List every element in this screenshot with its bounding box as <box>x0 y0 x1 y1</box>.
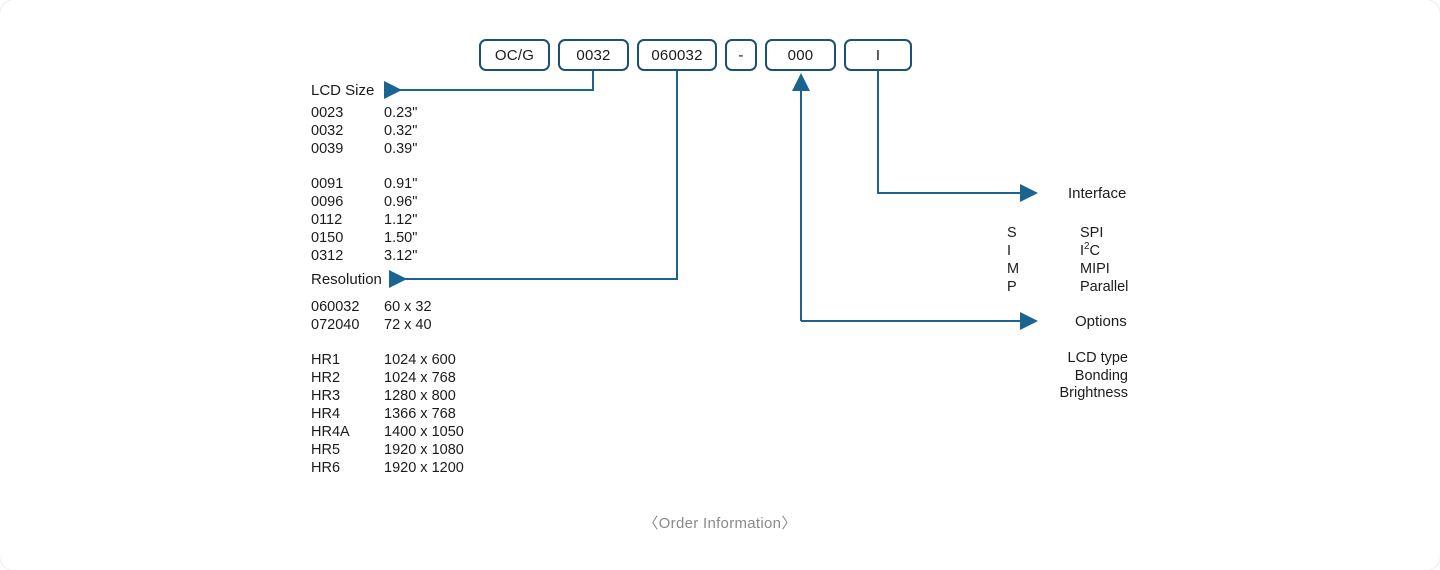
list-item: S SPI <box>1007 224 1128 242</box>
value: 0.91" <box>384 176 418 192</box>
figure-caption: 〈Order Information〉 <box>643 515 797 532</box>
list-item: M MIPI <box>1007 260 1128 278</box>
box-interface[interactable]: I <box>844 39 912 71</box>
interface-title: Interface <box>1068 185 1127 202</box>
code: 0312 <box>311 248 344 264</box>
list-item: Bonding <box>1074 367 1128 384</box>
code: HR1 <box>311 352 341 368</box>
list-item: HR5 1920 x 1080 <box>311 441 464 459</box>
list-gap <box>311 158 417 175</box>
value: 72 x 40 <box>384 317 432 333</box>
list-item: 0023 0.23" <box>311 104 417 122</box>
code: 0096 <box>311 194 344 210</box>
options-title: Options <box>1075 313 1127 330</box>
code: 0112 <box>311 212 343 228</box>
list-item: HR6 1920 x 1200 <box>311 459 464 477</box>
box-series[interactable]: OC/G <box>479 39 550 71</box>
value: MIPI <box>1080 261 1110 277</box>
list-item: P Parallel <box>1007 278 1128 296</box>
list-item: HR3 1280 x 800 <box>311 387 464 405</box>
code: HR6 <box>311 460 341 476</box>
code: 0150 <box>311 230 344 246</box>
resolution-title: Resolution <box>311 271 382 288</box>
box-dash[interactable]: - <box>725 39 757 71</box>
list-item: HR4 1366 x 768 <box>311 405 464 423</box>
code: HR2 <box>311 370 341 386</box>
value: 1280 x 800 <box>384 388 456 404</box>
list-item: LCD type <box>1067 350 1128 366</box>
value: 1024 x 768 <box>384 370 456 386</box>
list-item: 0096 0.96" <box>311 193 417 211</box>
value: 1920 x 1080 <box>384 442 464 458</box>
value: 3.12" <box>384 248 418 264</box>
value: 1.50" <box>384 230 418 246</box>
box-resolution[interactable]: 060032 <box>637 39 717 71</box>
value: 60 x 32 <box>384 299 432 315</box>
value: 1024 x 600 <box>384 352 456 368</box>
list-item: Brightness <box>1059 385 1128 401</box>
code: S <box>1007 225 1017 241</box>
list-item: I I2C <box>1007 242 1128 260</box>
value: I2C <box>1080 241 1100 259</box>
value: SPI <box>1080 225 1104 241</box>
code: 060032 <box>311 299 360 315</box>
code: HR3 <box>311 388 341 404</box>
code: HR5 <box>311 442 341 458</box>
box-options[interactable]: 000 <box>765 39 836 71</box>
code: HR4A <box>311 424 350 440</box>
list-item: 0039 0.39" <box>311 140 417 158</box>
value: 0.96" <box>384 194 418 210</box>
code: 0032 <box>311 123 344 139</box>
resolution-list: 060032 60 x 32 072040 72 x 40 HR1 1024 x 60… <box>311 298 464 477</box>
value: 1.12" <box>384 212 418 228</box>
value: Parallel <box>1080 279 1129 295</box>
list-item: HR1 1024 x 600 <box>311 351 464 369</box>
list-item: 0150 1.50" <box>311 229 417 247</box>
value: 0.39" <box>384 141 418 157</box>
value: 1920 x 1200 <box>384 460 464 476</box>
interface-list: S SPI I I2C M MIPI P Parallel <box>1007 224 1128 296</box>
list-item: HR2 1024 x 768 <box>311 369 464 387</box>
code: 072040 <box>311 317 360 333</box>
list-item: 0032 0.32" <box>311 122 417 140</box>
options-list: LCD type Bonding Brightness <box>928 350 1128 403</box>
value: 1366 x 768 <box>384 406 456 422</box>
list-item: HR4A 1400 x 1050 <box>311 423 464 441</box>
code: HR4 <box>311 406 341 422</box>
box-lcd-size[interactable]: 0032 <box>558 39 629 71</box>
code: 0039 <box>311 141 344 157</box>
value: 0.32" <box>384 123 418 139</box>
code: M <box>1007 261 1020 277</box>
list-item: 072040 72 x 40 <box>311 316 464 334</box>
code: P <box>1007 279 1017 295</box>
value: 1400 x 1050 <box>384 424 464 440</box>
list-item: 060032 60 x 32 <box>311 298 464 316</box>
code: 0091 <box>311 176 344 192</box>
list-item: 0112 1.12" <box>311 211 417 229</box>
code: I <box>1007 243 1012 259</box>
value: 0.23" <box>384 105 418 121</box>
list-item: 0091 0.91" <box>311 175 417 193</box>
list-item: 0312 3.12" <box>311 247 417 265</box>
list-gap <box>311 334 464 351</box>
code: 0023 <box>311 105 344 121</box>
lcd-size-title: LCD Size <box>311 82 375 99</box>
